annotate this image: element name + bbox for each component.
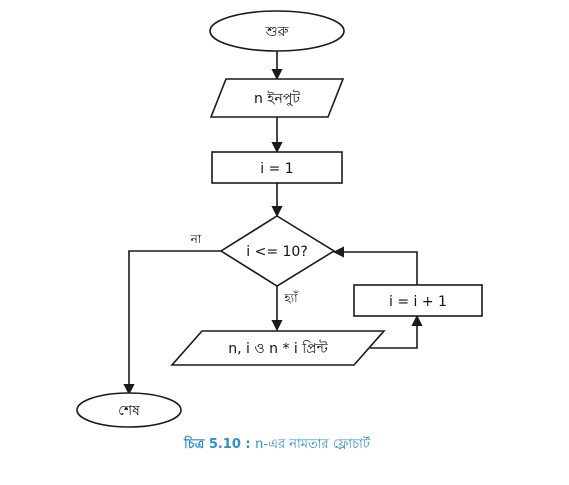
- input-node: [209, 78, 345, 118]
- init-label: i = 1: [260, 161, 293, 177]
- output-node: [170, 330, 386, 366]
- increment-label: i = i + 1: [389, 294, 447, 310]
- edge-condition-end: [123, 250, 221, 396]
- start-node: [209, 10, 345, 52]
- increment-node: [353, 284, 483, 317]
- edge-no-label: না: [190, 232, 202, 246]
- caption-separator: :: [241, 437, 255, 452]
- input-label: n ইনপুট: [254, 90, 300, 107]
- output-label: n, i ও n * i প্রিন্ট: [228, 340, 328, 357]
- figure-caption: চিত্র 5.10 : n-এর নামতার ফ্লোচার্ট: [183, 435, 371, 452]
- init-node: [211, 151, 343, 184]
- edge-output-increment: [370, 314, 423, 349]
- caption-text: n-এর নামতার ফ্লোচার্ট: [255, 436, 371, 452]
- condition-node: [219, 215, 336, 287]
- end-label: শেষ: [118, 403, 140, 419]
- start-label: শুরু: [265, 24, 289, 40]
- edge-yes-label: হ্যাঁ: [283, 290, 298, 305]
- condition-label: i <= 10?: [246, 244, 308, 260]
- caption-number: চিত্র 5.10: [183, 435, 241, 452]
- end-node: [76, 392, 182, 428]
- edge-increment-condition: [332, 246, 418, 285]
